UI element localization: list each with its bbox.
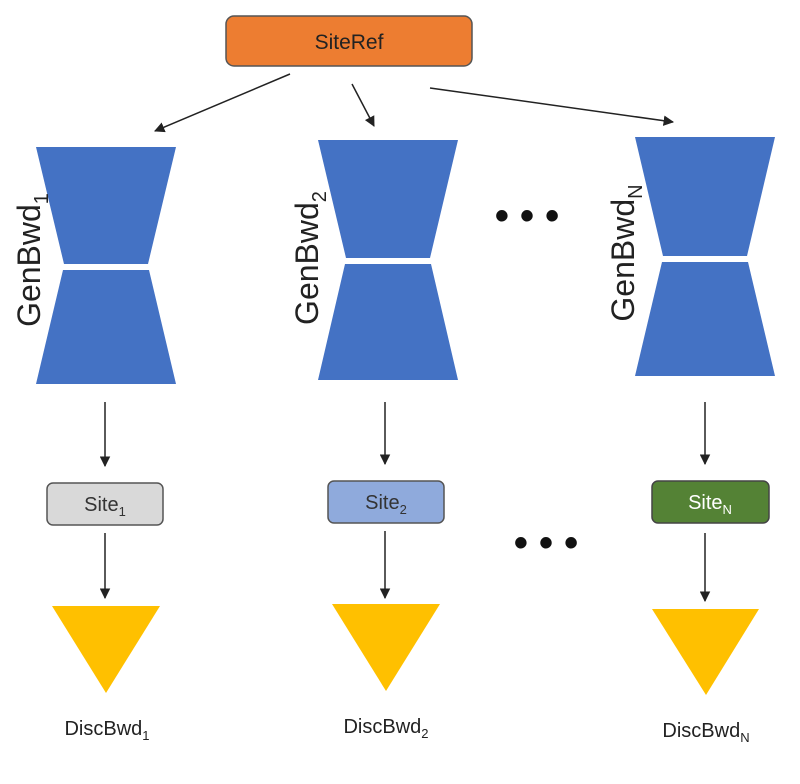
site-1-label: Site1 bbox=[84, 494, 126, 519]
site-2-label-sub: 2 bbox=[400, 502, 407, 517]
discriminator-1-label: DiscBwd1 bbox=[64, 718, 149, 743]
discriminator-n-triangle bbox=[652, 609, 759, 695]
site-n-label-sub: N bbox=[723, 502, 732, 517]
discriminator-2-label: DiscBwd2 bbox=[343, 716, 428, 741]
siteref-box bbox=[225, 15, 473, 67]
column-2: GenBwd2 Site2 DiscBwd2 bbox=[289, 140, 458, 741]
site-2-box bbox=[327, 480, 445, 524]
site-2-label: Site2 bbox=[365, 492, 407, 517]
discriminator-2-label-sub: 2 bbox=[421, 726, 428, 741]
site-2-label-base: Site bbox=[365, 492, 399, 514]
discriminator-n-label: DiscBwdN bbox=[662, 720, 749, 745]
generator-1-label-sub: 1 bbox=[31, 193, 53, 204]
generator-n-upper bbox=[635, 137, 775, 256]
generator-n-label: GenBwdN bbox=[605, 184, 647, 321]
discriminator-2-triangle bbox=[332, 604, 440, 691]
generator-2-lower bbox=[318, 264, 458, 380]
arrow-root-to-gen-1 bbox=[154, 73, 291, 133]
generator-1-lower bbox=[36, 270, 176, 384]
site-1-box bbox=[46, 482, 164, 526]
discriminator-2-label-base: DiscBwd bbox=[343, 716, 421, 738]
generator-2-label-sub: 2 bbox=[309, 191, 331, 202]
site-n-label-base: Site bbox=[688, 492, 722, 514]
generator-n-label-base: GenBwd bbox=[605, 199, 641, 322]
generator-1-upper bbox=[36, 147, 176, 264]
arrow-root-to-gen-n bbox=[429, 87, 675, 126]
ellipsis-generators: • • • bbox=[495, 194, 559, 238]
discriminator-n-label-sub: N bbox=[740, 730, 749, 745]
generator-n-lower bbox=[635, 262, 775, 376]
column-1: GenBwd1 Site1 DiscBwd1 bbox=[11, 147, 176, 743]
site-1-label-base: Site bbox=[84, 494, 118, 516]
generator-n-label-sub: N bbox=[625, 184, 647, 198]
siteref-label: SiteRef bbox=[315, 31, 384, 54]
arrow-root-to-gen-2 bbox=[351, 83, 375, 127]
generator-2-label-base: GenBwd bbox=[289, 202, 325, 325]
generator-2-upper bbox=[318, 140, 458, 258]
discriminator-1-label-sub: 1 bbox=[142, 728, 149, 743]
column-n: GenBwdN SiteN DiscBwdN bbox=[605, 137, 775, 745]
generator-1-label: GenBwd1 bbox=[11, 193, 53, 327]
generator-1-label-base: GenBwd bbox=[11, 204, 47, 327]
discriminator-1-label-base: DiscBwd bbox=[64, 718, 142, 740]
siteref-node: SiteRef bbox=[225, 15, 473, 67]
discriminator-1-triangle bbox=[52, 606, 160, 693]
site-n-box bbox=[651, 480, 770, 524]
ellipsis-sites: • • • bbox=[514, 521, 578, 565]
site-1-label-sub: 1 bbox=[119, 504, 126, 519]
generator-2-label: GenBwd2 bbox=[289, 191, 331, 325]
discriminator-n-label-base: DiscBwd bbox=[662, 720, 740, 742]
site-n-label: SiteN bbox=[688, 492, 732, 517]
